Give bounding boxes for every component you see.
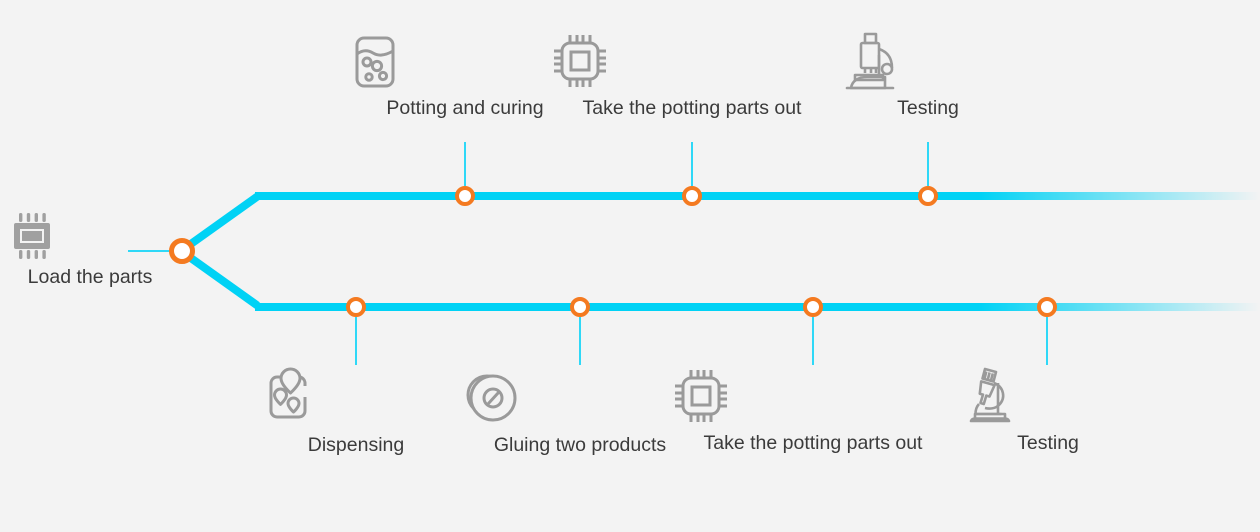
top-step-2-node[interactable] xyxy=(682,186,702,206)
step-label: Potting and curing xyxy=(386,97,544,119)
step-label: Take the potting parts out xyxy=(703,432,923,454)
chip-outline-icon xyxy=(547,28,837,94)
beaker-liquid-icon xyxy=(345,30,585,94)
step-label: Testing xyxy=(1017,432,1079,454)
bottom-step-1-node[interactable] xyxy=(346,297,366,317)
fork-node[interactable] xyxy=(169,238,195,264)
bottom-step-2-stem xyxy=(579,317,581,365)
step-label: Testing xyxy=(897,97,959,119)
bottom-step-2-node[interactable] xyxy=(570,297,590,317)
microscope-upright-icon xyxy=(838,28,1018,94)
step-gluing-two-products[interactable]: Gluing two products xyxy=(459,365,701,456)
microscope-tilted-icon xyxy=(958,363,1138,429)
top-step-1-node[interactable] xyxy=(455,186,475,206)
top-step-3-stem xyxy=(927,142,929,186)
step-load-the-parts[interactable]: Load the parts xyxy=(0,203,180,288)
bottom-branch-track xyxy=(255,303,1260,311)
chip-filled-icon xyxy=(0,203,180,267)
chip-outline-icon xyxy=(668,363,958,429)
bottom-step-4-stem xyxy=(1046,317,1048,365)
bottom-step-1-stem xyxy=(355,317,357,365)
top-step-2-stem xyxy=(691,142,693,186)
top-step-3-node[interactable] xyxy=(918,186,938,206)
step-testing-top[interactable]: Testing xyxy=(838,28,1018,119)
top-branch-track xyxy=(255,192,1260,200)
step-take-the-potting-parts-out-top[interactable]: Take the potting parts out xyxy=(547,28,837,119)
bottom-step-3-node[interactable] xyxy=(803,297,823,317)
dispensing-drops-icon xyxy=(256,365,456,431)
top-step-1-stem xyxy=(464,142,466,186)
step-potting-and-curing[interactable]: Potting and curing xyxy=(345,30,585,119)
step-take-the-potting-parts-out-bottom[interactable]: Take the potting parts out xyxy=(668,363,958,454)
step-label: Dispensing xyxy=(307,434,405,456)
bottom-step-4-node[interactable] xyxy=(1037,297,1057,317)
step-label: Load the parts xyxy=(27,266,153,288)
two-discs-icon xyxy=(459,365,701,431)
bottom-step-3-stem xyxy=(812,317,814,365)
start-connector-stem xyxy=(128,250,180,252)
step-testing-bottom[interactable]: Testing xyxy=(958,363,1138,454)
step-label: Gluing two products xyxy=(493,434,667,456)
step-label: Take the potting parts out xyxy=(582,97,802,119)
step-dispensing[interactable]: Dispensing xyxy=(256,365,456,456)
